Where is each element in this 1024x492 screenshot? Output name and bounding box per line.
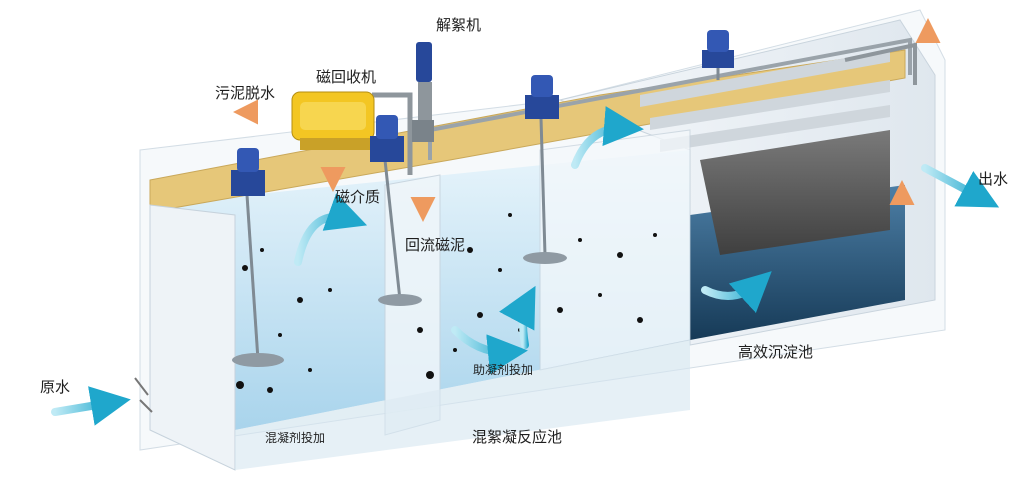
flow-arrow-5 bbox=[701, 271, 772, 313]
label-sedimentation-tank: 高效沉淀池 bbox=[738, 343, 814, 361]
flow-arrow-4 bbox=[571, 106, 644, 169]
flow-arrow-2 bbox=[451, 326, 528, 375]
label-coag-floc-tank: 混絮凝反应池 bbox=[472, 428, 563, 446]
magnetic-recovery-unit bbox=[291, 91, 375, 150]
tank-bottom-edge bbox=[235, 340, 690, 470]
label-flocculant-dosing: 助凝剂投加 bbox=[473, 363, 534, 377]
flow-arrow-1 bbox=[294, 193, 368, 266]
label-magnetic-recovery: 磁回收机 bbox=[316, 68, 377, 86]
agitator-shafts bbox=[245, 65, 720, 361]
motor-icon bbox=[525, 75, 559, 119]
outlet-pipe bbox=[844, 42, 917, 85]
label-raw-water: 原水 bbox=[40, 378, 71, 396]
motor-icon bbox=[231, 148, 265, 196]
agitator-blades bbox=[232, 252, 567, 367]
label-outlet: 出水 bbox=[978, 170, 1009, 188]
partition-wall-2 bbox=[539, 129, 691, 371]
label-magnetic-medium: 磁介质 bbox=[335, 188, 381, 206]
label-sludge-dewatering: 污泥脱水 bbox=[215, 84, 276, 102]
label-coagulant-dosing: 混凝剂投加 bbox=[265, 431, 326, 445]
return-sludge-pipe bbox=[372, 92, 413, 175]
outlet-arrow bbox=[921, 164, 1000, 208]
motor-icon bbox=[702, 30, 734, 68]
flow-arrow-3 bbox=[499, 285, 536, 349]
dosing-arrows bbox=[233, 18, 941, 238]
inlet-pipe bbox=[134, 377, 153, 413]
motors bbox=[231, 30, 734, 196]
floc-particles bbox=[236, 213, 657, 393]
motor-icon bbox=[370, 115, 404, 162]
inclined-plates bbox=[640, 50, 890, 255]
deflocculator-unit bbox=[412, 42, 434, 142]
tank-front-wall bbox=[149, 204, 236, 471]
label-return-sludge: 回流磁泥 bbox=[405, 236, 466, 254]
label-deflocculator: 解絮机 bbox=[436, 16, 482, 34]
raw-water-arrow bbox=[51, 386, 131, 426]
flow-arrows bbox=[51, 106, 1000, 426]
